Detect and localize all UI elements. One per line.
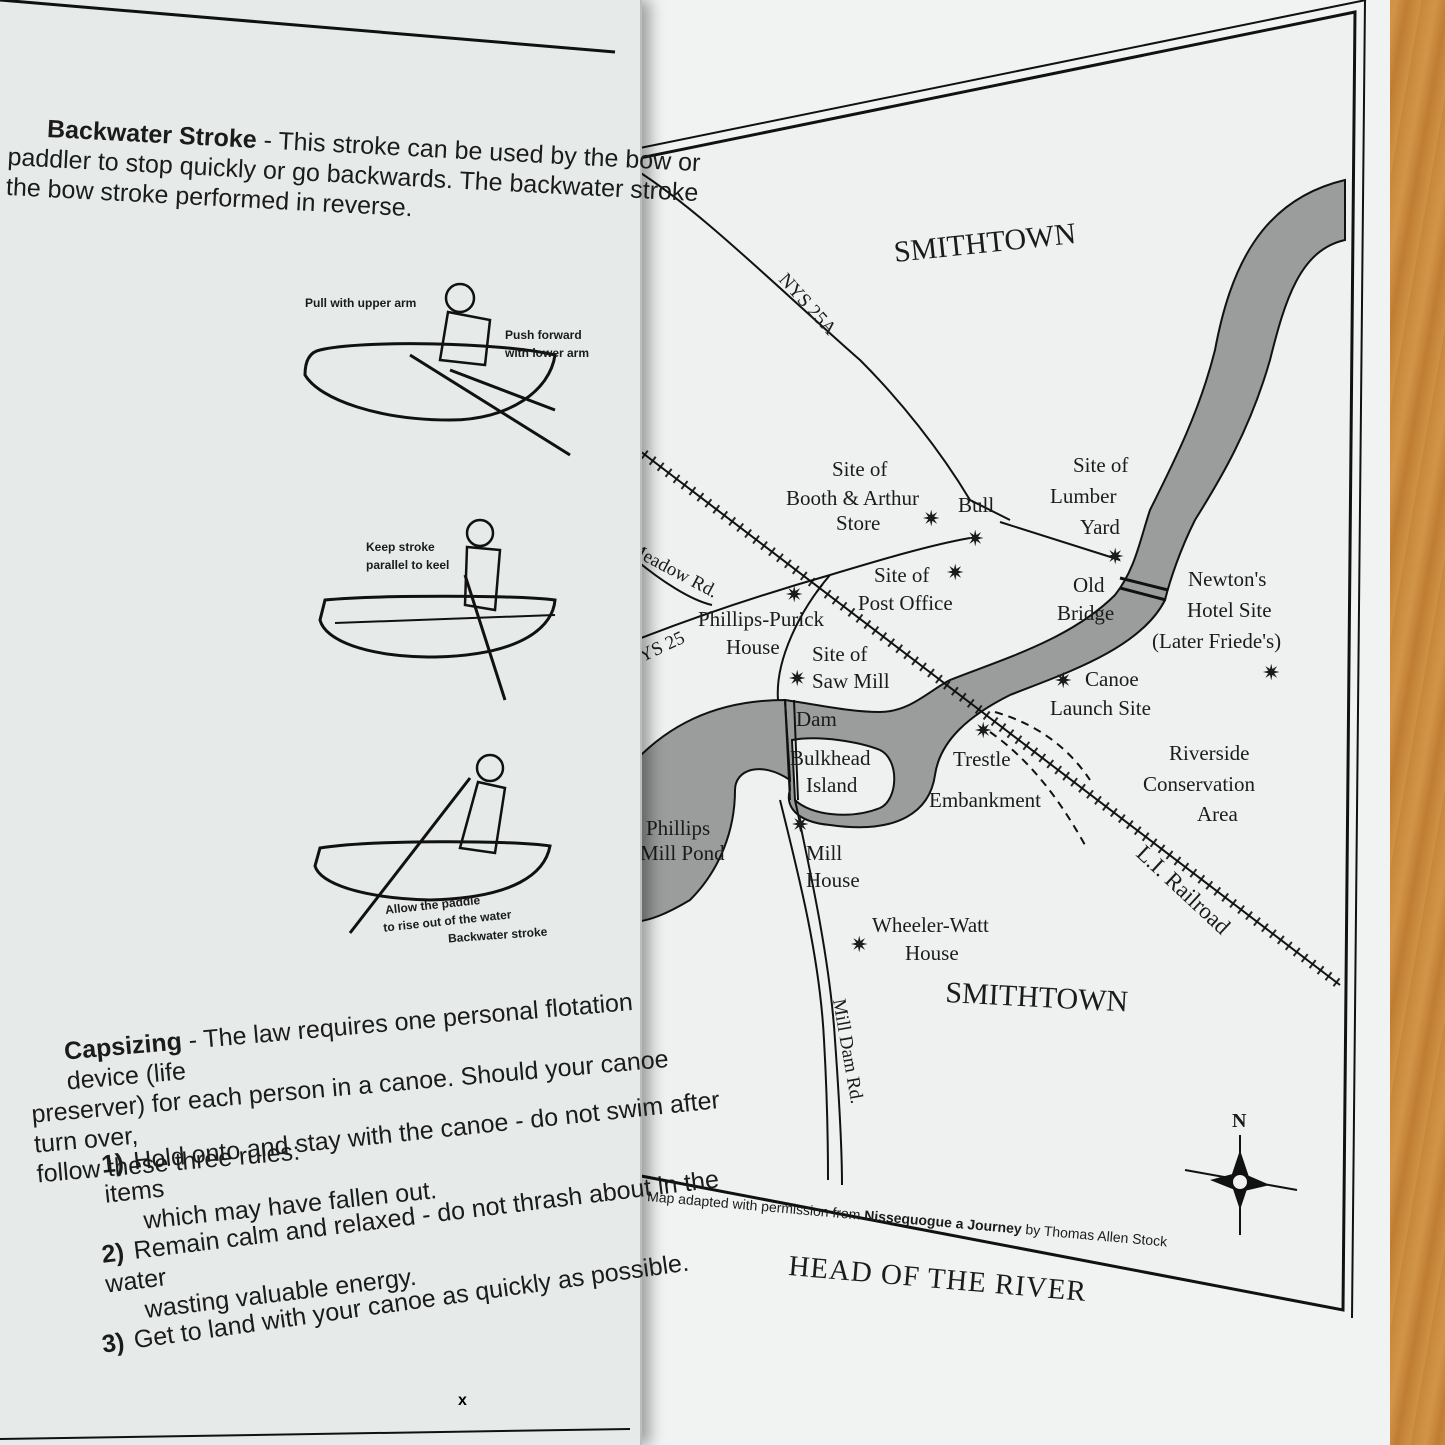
backwater-paragraph: Backwater Stroke - This stroke can be us… [5,114,702,223]
svg-text:Lumber: Lumber [1050,484,1116,508]
fig-label-keep-2: parallel to keel [366,558,450,572]
svg-text:Phillips: Phillips [646,816,710,840]
star-icon: ✷ [788,666,806,691]
svg-text:Booth & Arthur: Booth & Arthur [786,486,919,510]
svg-text:Mill: Mill [806,841,842,865]
canoe-figure-2 [318,518,557,701]
page-number: x [458,1392,467,1409]
svg-text:Yard: Yard [1080,515,1120,539]
svg-text:Mill Pond: Mill Pond [640,841,725,865]
svg-text:Bulkhead: Bulkhead [790,746,871,770]
left-page: Backwater Stroke - This stroke can be us… [0,0,721,1445]
svg-text:Bull: Bull [958,493,994,517]
svg-text:Conservation: Conservation [1143,772,1255,796]
svg-text:Post Office: Post Office [858,591,953,615]
svg-text:Bridge: Bridge [1057,601,1114,625]
star-icon: ✷ [791,812,809,837]
svg-text:Hotel Site: Hotel Site [1187,598,1272,622]
canoe-figure-1 [303,282,571,457]
star-icon: ✷ [922,506,940,531]
svg-text:Wheeler-Watt: Wheeler-Watt [872,913,989,937]
svg-text:Area: Area [1197,802,1238,826]
star-icon: ✷ [850,932,868,957]
svg-text:Trestle: Trestle [953,747,1011,771]
bulkhead-island [790,737,896,816]
phillips-mill-pond [635,698,792,924]
svg-text:(Later Friede's): (Later Friede's) [1152,629,1281,653]
canoe-figure-3 [313,753,552,934]
star-icon: ✷ [1054,668,1072,693]
svg-text:Site of: Site of [832,457,887,481]
svg-text:Island: Island [806,773,858,797]
fig-label-push-2: with lower arm [505,346,590,360]
meadow-road [635,559,713,606]
svg-text:Site of: Site of [812,642,867,666]
svg-text:Riverside: Riverside [1169,741,1249,765]
svg-text:Saw Mill: Saw Mill [812,669,890,693]
svg-text:Old: Old [1073,573,1105,597]
mill-dam-road [794,799,843,1186]
railroad-track [635,447,1341,986]
svg-text:Site of: Site of [1073,453,1128,477]
svg-text:Store: Store [836,511,880,535]
svg-text:N: N [1232,1110,1247,1132]
star-icon: ✷ [974,718,992,743]
svg-text:Dam: Dam [796,707,837,731]
svg-text:Newton's: Newton's [1188,567,1266,591]
svg-text:Launch Site: Launch Site [1050,696,1151,720]
star-icon: ✷ [966,526,984,551]
svg-text:House: House [806,868,860,892]
star-icon: ✷ [785,582,803,607]
compass-rose-icon: N [1184,1110,1298,1235]
fig-label-push-1: Push forward [505,328,582,342]
svg-text:Phillips-Purick: Phillips-Purick [698,607,825,631]
site-markers: ✷ ✷ ✷ ✷ ✷ ✷ ✷ ✷ ✷ ✷ ✷ [785,506,1280,957]
star-icon: ✷ [1262,660,1280,685]
star-icon: ✷ [1106,544,1124,569]
svg-text:Embankment: Embankment [929,788,1041,812]
nys25a-road [635,169,1011,521]
svg-text:Site of: Site of [874,563,929,587]
svg-text:Canoe: Canoe [1085,667,1139,691]
fig-label-keep-1: Keep stroke [366,540,435,554]
fig-label-pull: Pull with upper arm [305,296,417,310]
svg-text:House: House [726,635,780,659]
star-icon: ✷ [946,560,964,585]
svg-text:House: House [905,941,959,965]
